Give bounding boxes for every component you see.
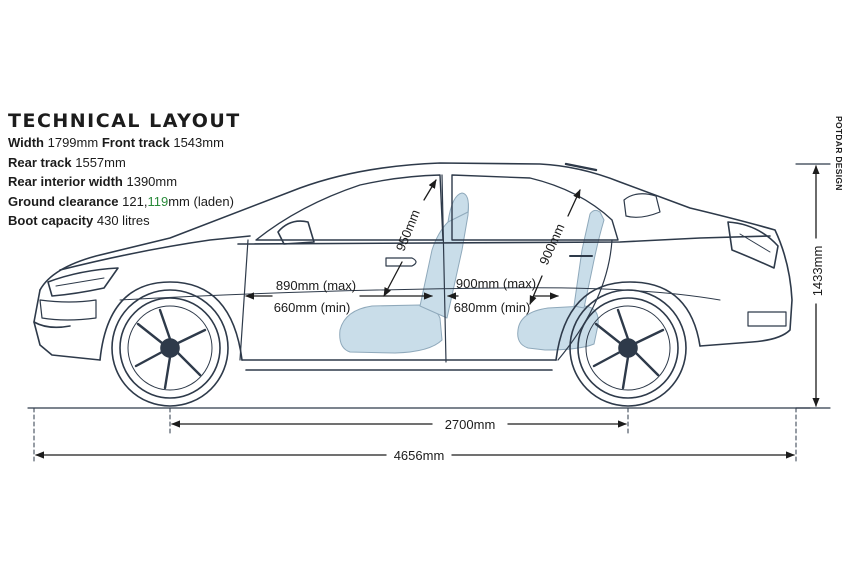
front-track-label: Front track xyxy=(101,135,170,150)
spec-block: TECHNICAL LAYOUT Width 1799mm Front trac… xyxy=(8,110,241,231)
front-track-value: 1543mm xyxy=(173,135,224,150)
rear-wheel xyxy=(569,289,687,407)
front-legroom-min-label: 660mm (min) xyxy=(274,300,351,315)
rear-legroom-min-label: 680mm (min) xyxy=(454,300,531,315)
boot-label: Boot capacity xyxy=(8,213,94,228)
spec-boot-line: Boot capacity 430 litres xyxy=(8,211,241,231)
spec-rear-interior-line: Rear interior width 1390mm xyxy=(8,172,241,192)
height-label: 1433mm xyxy=(810,246,825,297)
width-label: Width xyxy=(8,135,44,150)
front-legroom-max-label: 890mm (max) xyxy=(276,278,356,293)
rear-track-label: Rear track xyxy=(8,154,72,170)
length-label: 4656mm xyxy=(394,448,445,463)
wheel-centre-guides xyxy=(33,407,797,465)
ground-clearance-laden-value: 119 xyxy=(147,193,169,209)
ground-clearance-laden-unit: mm (laden) xyxy=(168,193,234,209)
car-body xyxy=(33,162,793,371)
wheelbase-label: 2700mm xyxy=(445,417,496,432)
ground-clearance-value: 121, xyxy=(122,193,148,209)
ground-clearance-label: Ground clearance xyxy=(8,193,119,209)
spec-ground-clearance-line: Ground clearance 121,119mm (laden) xyxy=(8,192,241,212)
rear-track-value: 1557mm xyxy=(75,154,126,170)
rear-interior-value: 1390mm xyxy=(126,174,178,189)
ground-line xyxy=(27,163,831,409)
rear-headroom-label: 900mm xyxy=(536,221,567,267)
width-value: 1799mm xyxy=(47,135,99,150)
front-wheel xyxy=(111,289,229,407)
front-headroom-label: 950mm xyxy=(393,207,423,253)
rear-legroom-max-label: 900mm (max) xyxy=(456,276,536,291)
front-seat xyxy=(339,192,469,354)
spec-rear-track-line: Rear track 1557mm xyxy=(8,153,241,173)
boot-value: 430 litres xyxy=(96,213,150,228)
spec-width-line: Width 1799mm Front track 1543mm xyxy=(8,133,241,153)
rear-interior-label: Rear interior width xyxy=(8,174,123,189)
spec-title: TECHNICAL LAYOUT xyxy=(8,110,241,132)
dimension-arrows xyxy=(35,165,820,459)
